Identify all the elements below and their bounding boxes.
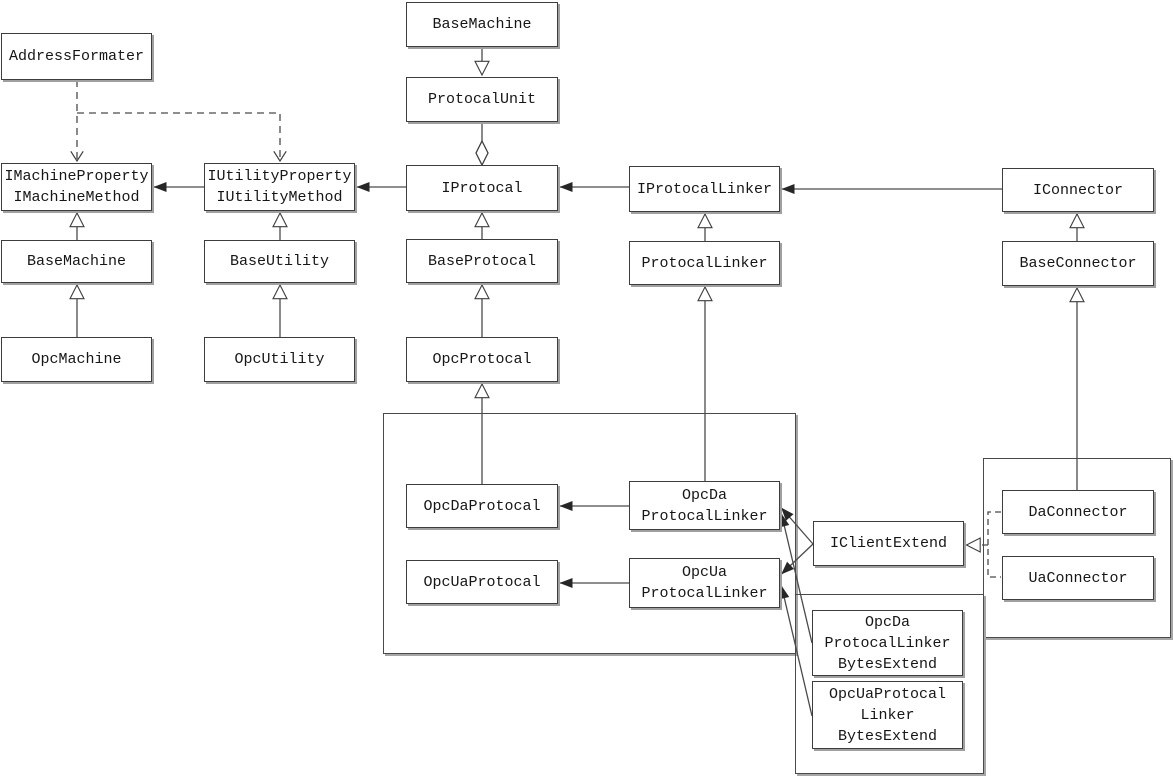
group-opc-protocal-package (383, 413, 796, 654)
class-label-opc-machine: OpcMachine (31, 351, 122, 368)
class-label-opc-protocal: OpcProtocal (432, 351, 532, 368)
edge-opcuabytesextend-to-opcualinker (779, 585, 813, 717)
class-label-imachine: IMachineProperty IMachineMethod (4, 168, 149, 206)
aggregation-diamond-icon (475, 139, 489, 167)
class-box-opc-da-protocal: OpcDaProtocal (406, 484, 558, 528)
class-box-base-protocal: BaseProtocal (406, 239, 558, 283)
class-box-iprotocal-linker: IProtocalLinker (629, 166, 780, 212)
edge-iclientextend-to-opcualinker (781, 543, 814, 575)
class-label-iconnector: IConnector (1032, 181, 1123, 199)
class-label-ua-connector: UaConnector (1028, 569, 1128, 587)
edge-addressformater-to-iutility (77, 112, 287, 163)
class-box-base-utility: BaseUtility (204, 240, 355, 283)
class-box-iconnector: IConnector (1002, 168, 1154, 212)
class-label-opc-da-protocal-linker: OpcDa ProtocalLinker (641, 486, 768, 525)
class-box-iutility: IUtilityProperty IUtilityMethod (204, 163, 355, 211)
class-label-iprotocal-linker: IProtocalLinker (636, 180, 773, 198)
class-box-opc-ua-protocal: OpcUaProtocal (406, 560, 558, 604)
class-label-base-connector: BaseConnector (1019, 255, 1137, 272)
class-box-opc-machine: OpcMachine (1, 337, 152, 382)
class-label-opc-utility: OpcUtility (234, 351, 325, 368)
class-box-base-machine-left: BaseMachine (1, 240, 152, 283)
class-box-iprotocal: IProtocal (406, 165, 558, 211)
class-box-ua-connector: UaConnector (1002, 556, 1154, 600)
class-box-opc-da-protocal-linker: OpcDa ProtocalLinker (629, 481, 780, 530)
class-label-opc-ua-protocal-linker: OpcUa ProtocalLinker (641, 564, 768, 602)
class-box-opc-ua-protocal-linker: OpcUa ProtocalLinker (629, 558, 780, 608)
class-label-protocal-unit: ProtocalUnit (427, 91, 537, 108)
class-label-iprotocal: IProtocal (441, 179, 523, 197)
class-box-opc-da-protocal-linker-bytes-extend: OpcDa ProtocalLinker BytesExtend (812, 610, 963, 676)
edge-connectors-realization-bracket (987, 511, 1001, 578)
edge-opcdabytesextend-to-opcdalinker (779, 513, 813, 644)
class-label-iclient-extend: IClientExtend (829, 535, 948, 552)
class-box-iclient-extend: IClientExtend (813, 521, 964, 566)
class-box-address-formater: AddressFormater (1, 33, 152, 80)
class-label-protocal-linker: ProtocalLinker (641, 254, 768, 272)
class-box-opc-utility: OpcUtility (204, 337, 355, 382)
class-label-base-machine-left: BaseMachine (26, 253, 127, 270)
class-box-protocal-linker: ProtocalLinker (629, 241, 780, 285)
class-box-opc-protocal: OpcProtocal (406, 337, 558, 382)
class-label-address-formater: AddressFormater (8, 48, 145, 65)
class-box-base-machine-top: BaseMachine (406, 2, 558, 47)
class-label-opc-ua-protocal-linker-bytes-extend: OpcUaProtocal Linker BytesExtend (828, 685, 947, 745)
group-bytes-extend-package (795, 594, 984, 774)
class-label-opc-ua-protocal: OpcUaProtocal (423, 573, 541, 591)
class-label-opc-da-protocal-linker-bytes-extend: OpcDa ProtocalLinker BytesExtend (824, 613, 951, 673)
class-box-imachine: IMachineProperty IMachineMethod (1, 163, 152, 211)
class-box-da-connector: DaConnector (1002, 490, 1154, 534)
class-box-opc-ua-protocal-linker-bytes-extend: OpcUaProtocal Linker BytesExtend (812, 681, 963, 749)
edge-iclientextend-to-opcdalinker (781, 507, 814, 545)
class-label-iutility: IUtilityProperty IUtilityMethod (207, 168, 352, 206)
class-label-opc-da-protocal: OpcDaProtocal (423, 497, 541, 515)
class-box-base-connector: BaseConnector (1002, 241, 1154, 286)
class-label-base-machine-top: BaseMachine (432, 16, 532, 33)
class-label-base-protocal: BaseProtocal (427, 252, 537, 270)
class-label-da-connector: DaConnector (1028, 503, 1128, 521)
class-box-protocal-unit: ProtocalUnit (406, 77, 558, 122)
class-label-base-utility: BaseUtility (229, 253, 330, 270)
